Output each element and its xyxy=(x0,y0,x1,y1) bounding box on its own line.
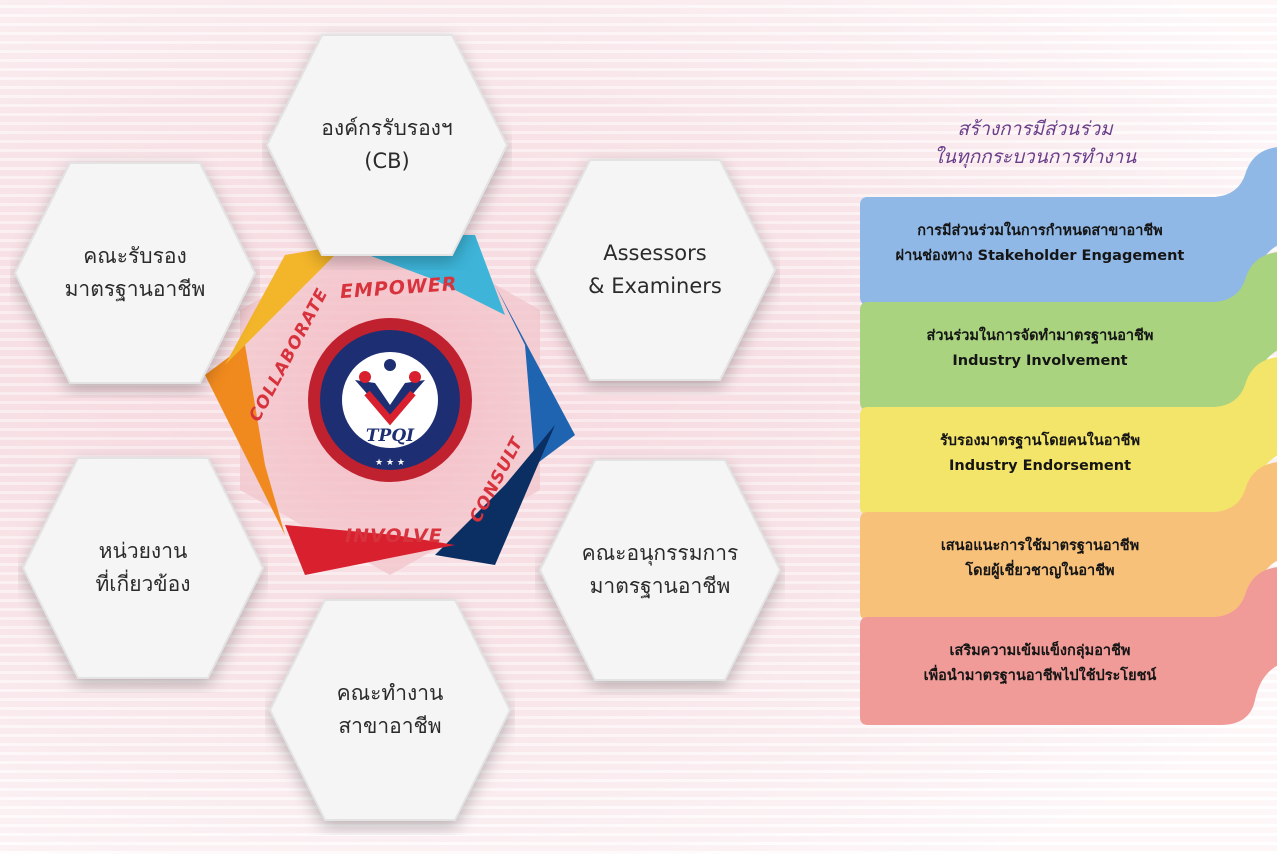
step-1-line2: ผ่านช่องทาง Stakeholder Engagement xyxy=(895,248,1185,265)
step-3-line1: รับรองมาตรฐานโดยคนในอาชีพ xyxy=(939,433,1141,449)
hex-upper-left: คณะรับรองมาตรฐานอาชีพ xyxy=(10,148,260,398)
ribbon-orange xyxy=(205,345,285,535)
step-2-line1: ส่วนร่วมในการจัดทำมาตรฐานอาชีพ xyxy=(926,328,1154,344)
ribbon-ring: TPQI ★ ★ ★ xyxy=(205,225,575,575)
ribbon-red xyxy=(285,525,455,575)
hex-upper-right: Assessors & Examiners xyxy=(530,145,780,395)
hex-top-line1: องค์กรรับรองฯ xyxy=(321,116,453,141)
hex-lower-right-line2: มาตรฐานอาชีพ xyxy=(589,574,731,598)
hex-lower-left-line1: หน่วยงาน xyxy=(98,539,188,564)
hex-bottom: คณะทำงานสาขาอาชีพ xyxy=(265,585,515,835)
step-5-line1: เสริมความเข้มแข็งกลุ่มอาชีพ xyxy=(949,643,1131,659)
step-1-line1: การมีส่วนร่วมในการกำหนดสาขาอาชีพ xyxy=(917,223,1163,239)
step-4-line2: โดยผู้เชี่ยวชาญในอาชีพ xyxy=(965,563,1115,580)
center-emblem: TPQI ★ ★ ★ EMPOWER COLLABORATE CONSULT I… xyxy=(195,205,585,595)
panel-title: สร้างการมีส่วนร่วม ในทุกกระบวนการทำงาน xyxy=(905,116,1165,171)
step-2-line2: Industry Involvement xyxy=(952,353,1128,370)
step-3-line2: Industry Endorsement xyxy=(948,458,1131,475)
panel-title-line2: ในทุกกระบวนการทำงาน xyxy=(933,145,1137,168)
tpqi-logo: TPQI ★ ★ ★ xyxy=(308,318,472,482)
hex-lower-left: หน่วยงานที่เกี่ยวข้อง xyxy=(18,443,268,693)
hex-top-line2: (CB) xyxy=(364,149,410,173)
ribbon-blue xyxy=(495,285,575,465)
step-2: ส่วนร่วมในการจัดทำมาตรฐานอาชีพ Industry I… xyxy=(860,250,1277,410)
hex-lower-right-line1: คณะอนุกรรมการ xyxy=(581,541,739,566)
hex-upper-left-line1: คณะรับรอง xyxy=(83,244,187,269)
ribbon-cyan xyxy=(315,235,505,315)
hex-upper-left-line2: มาตรฐานอาชีพ xyxy=(64,277,206,301)
hex-top: องค์กรรับรองฯ (CB) xyxy=(262,20,512,270)
hex-bottom-line2: สาขาอาชีพ xyxy=(338,714,442,738)
logo-abbr: TPQI xyxy=(366,426,415,446)
hex-lower-left-line2: ที่เกี่ยวข้อง xyxy=(95,572,191,596)
step-4-line1: เสนอแนะการใช้มาตรฐานอาชีพ xyxy=(940,538,1140,554)
step-5: เสริมความเข้มแข็งกลุ่มอาชีพเพื่อนำมาตรฐา… xyxy=(860,565,1277,725)
hex-lower-right: คณะอนุกรรมการมาตรฐานอาชีพ xyxy=(535,445,785,695)
step-4: เสนอแนะการใช้มาตรฐานอาชีพโดยผู้เชี่ยวชาญ… xyxy=(860,460,1277,620)
hex-upper-right-line1: Assessors xyxy=(603,241,707,266)
step-3: รับรองมาตรฐานโดยคนในอาชีพ Industry Endors… xyxy=(860,355,1277,515)
ribbon-navy xyxy=(435,425,555,565)
word-involve: INVOLVE xyxy=(345,525,443,547)
panel-title-line1: สร้างการมีส่วนร่วม xyxy=(957,118,1113,140)
ribbon-yellow xyxy=(225,245,345,365)
hex-bottom-line1: คณะทำงาน xyxy=(336,681,444,706)
svg-text:★ ★ ★: ★ ★ ★ xyxy=(375,458,405,468)
step-1: การมีส่วนร่วมในการกำหนดสาขาอาชีพผ่านช่อง… xyxy=(860,145,1277,305)
hex-upper-right-line2: & Examiners xyxy=(588,274,722,298)
step-5-line2: เพื่อนำมาตรฐานอาชีพไปใช้ประโยชน์ xyxy=(923,668,1157,685)
